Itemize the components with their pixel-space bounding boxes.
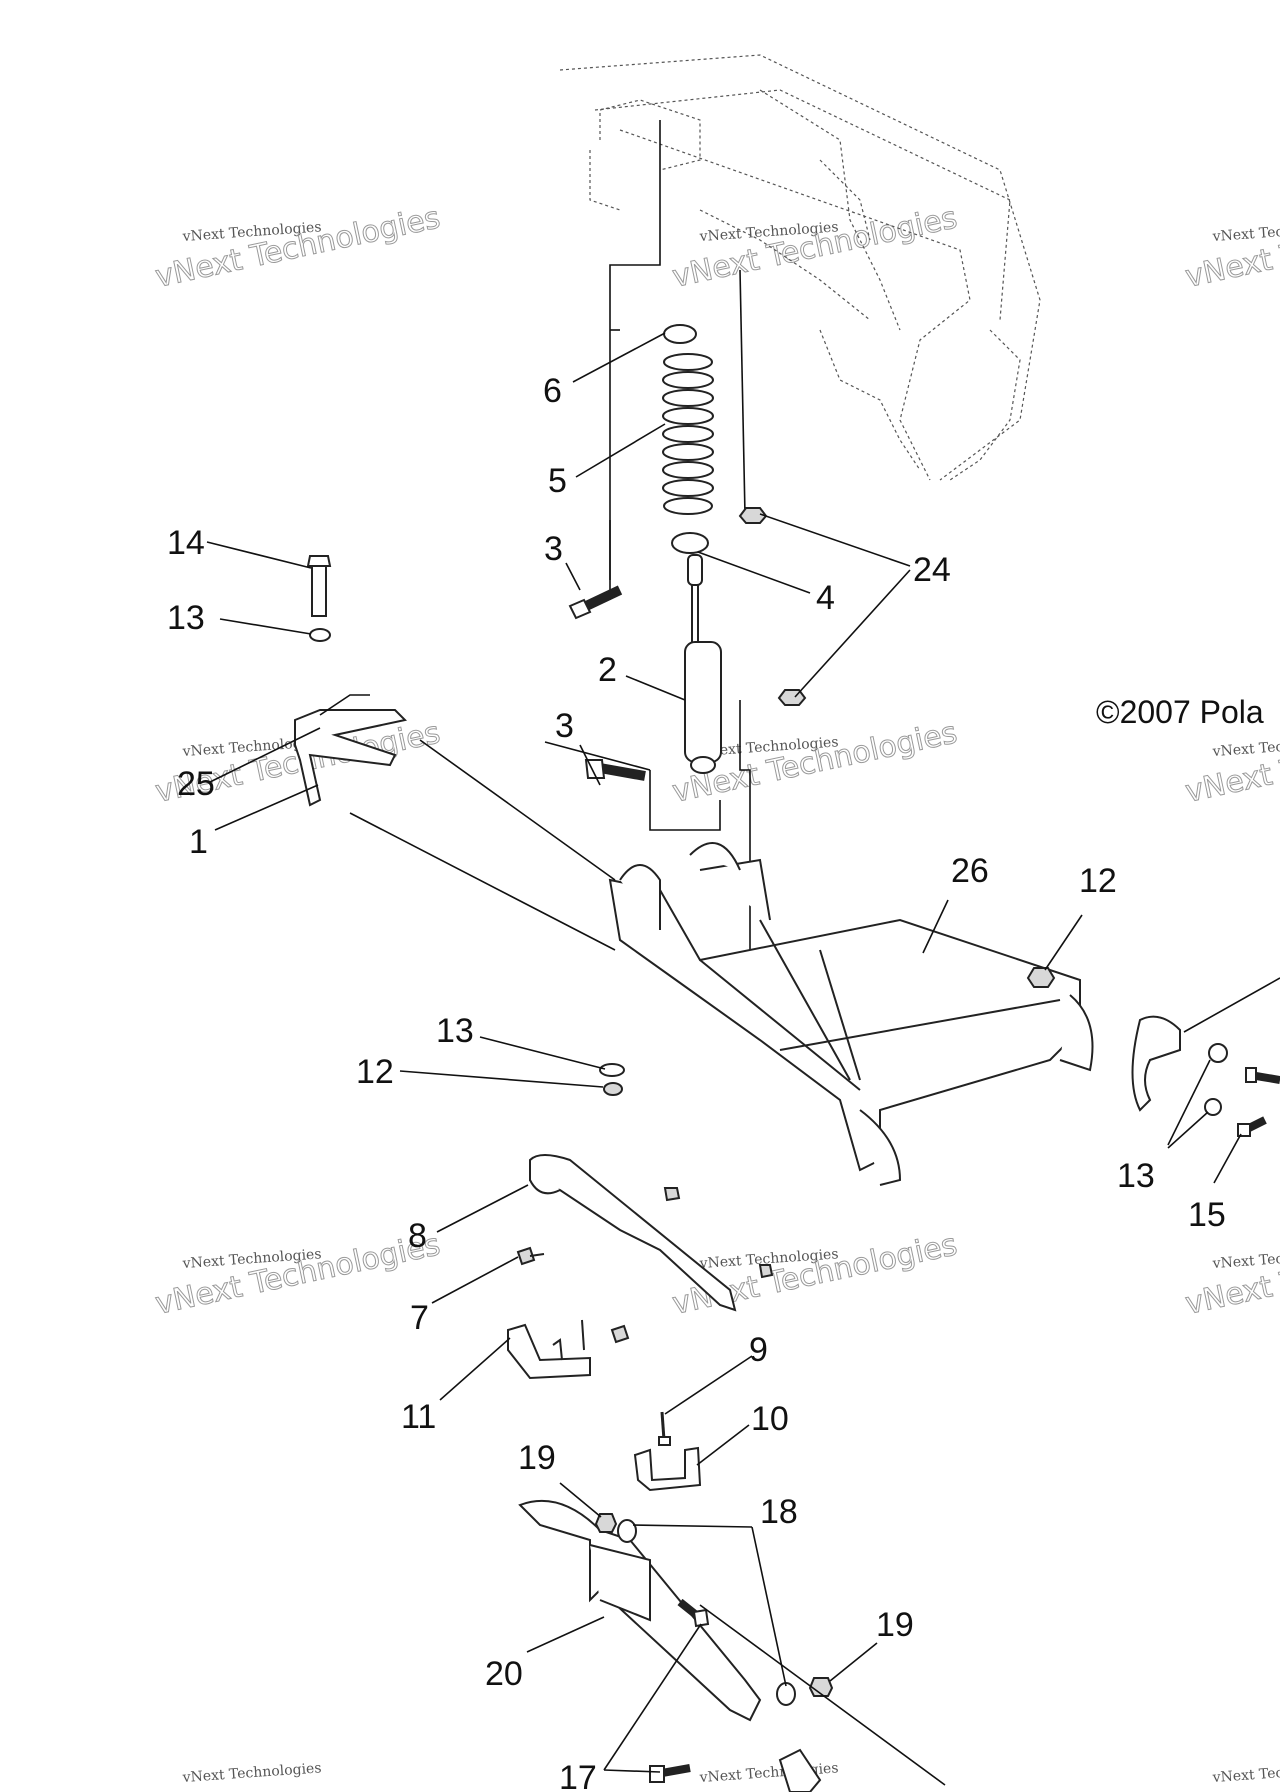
watermark: vNext Technologies vNext Technologies bbox=[669, 1227, 961, 1323]
washer bbox=[1208, 1043, 1228, 1063]
callout-1: 1 bbox=[189, 823, 208, 861]
snap-ring bbox=[663, 324, 697, 344]
watermark-big: vNext Technologies bbox=[1182, 1227, 1280, 1322]
watermark: vNext Technologies bbox=[181, 1760, 322, 1786]
bolt bbox=[677, 1598, 710, 1628]
coil-spring bbox=[662, 353, 714, 515]
screw bbox=[663, 1187, 681, 1202]
callout-20: 20 bbox=[485, 1655, 523, 1693]
callout-15: 15 bbox=[1188, 1196, 1226, 1234]
callout-2: 2 bbox=[598, 651, 617, 689]
callout-18: 18 bbox=[760, 1493, 798, 1531]
callout-24: 24 bbox=[913, 551, 951, 589]
callout-8: 8 bbox=[408, 1217, 427, 1255]
lock-nut bbox=[777, 689, 807, 706]
washer bbox=[617, 1519, 637, 1543]
callout-13: 13 bbox=[167, 599, 205, 637]
copyright-notice: ©2007 Pola bbox=[1096, 694, 1264, 730]
vehicle-frame-outline bbox=[559, 54, 1041, 481]
lower-guard bbox=[518, 1499, 762, 1722]
washer bbox=[776, 1682, 796, 1706]
watermark-big: vNext Technologies bbox=[152, 200, 443, 295]
watermark-big: vNext Technologies bbox=[669, 1227, 960, 1322]
washer bbox=[309, 628, 331, 642]
mounting-bracket bbox=[507, 1319, 591, 1380]
watermark: vNext Technologies vNext Technologies bbox=[669, 200, 961, 296]
callout-26: 26 bbox=[951, 852, 989, 890]
callout-11: 11 bbox=[401, 1398, 436, 1436]
callout-19: 19 bbox=[876, 1606, 914, 1644]
callout-10: 10 bbox=[751, 1400, 789, 1438]
callout-6: 6 bbox=[543, 372, 562, 410]
watermark: vNext Technologies bbox=[1211, 1760, 1280, 1786]
callout-14: 14 bbox=[167, 524, 205, 562]
nut bbox=[603, 1082, 623, 1096]
callout-17: 17 bbox=[559, 1759, 597, 1792]
watermark-small: vNext Technologies bbox=[181, 1760, 322, 1786]
screw bbox=[758, 1264, 774, 1279]
watermark: vNext Technologies vNext Technologies bbox=[152, 1227, 444, 1323]
watermark-small: vNext Technologies bbox=[1211, 1760, 1280, 1786]
callouts: 6 5 3 4 24 14 13 2 3 25 1 26 12 13 12 13… bbox=[167, 372, 1226, 1792]
lock-nut bbox=[738, 507, 768, 524]
screw bbox=[516, 1246, 545, 1266]
spring-washer bbox=[671, 532, 709, 554]
guard-end bbox=[778, 1748, 822, 1792]
callout-13: 13 bbox=[1117, 1157, 1155, 1195]
callout-12: 12 bbox=[1079, 862, 1117, 900]
watermark-big: vNext Technologies bbox=[669, 200, 960, 295]
callout-7: 7 bbox=[410, 1299, 429, 1337]
nut bbox=[808, 1677, 834, 1697]
watermark-big: vNext Technologies bbox=[1182, 200, 1280, 295]
callout-25: 25 bbox=[177, 765, 215, 803]
watermark-big: vNext Technologies bbox=[152, 1227, 443, 1322]
washer bbox=[1204, 1098, 1222, 1116]
callout-12: 12 bbox=[356, 1053, 394, 1091]
watermark: vNext Technologies vNext Technologies bbox=[152, 200, 444, 296]
frame-bracket bbox=[294, 694, 408, 807]
chain-guard bbox=[529, 1154, 737, 1312]
washer bbox=[599, 1063, 625, 1077]
watermark: vNext Technologies vNext Technologies bbox=[1182, 200, 1280, 296]
callout-4: 4 bbox=[816, 579, 835, 617]
callout-3: 3 bbox=[555, 707, 574, 745]
nut bbox=[1026, 967, 1056, 988]
shock-bolt bbox=[568, 585, 623, 620]
u-bracket bbox=[633, 1446, 702, 1492]
callout-5: 5 bbox=[548, 462, 567, 500]
bolt bbox=[1245, 1067, 1280, 1084]
callout-13: 13 bbox=[436, 1012, 474, 1050]
bolt bbox=[1237, 1116, 1267, 1137]
nut bbox=[594, 1513, 618, 1533]
mount-bolt bbox=[306, 555, 332, 617]
watermark: vNext Technologies vNext Technologies bbox=[1182, 1227, 1280, 1323]
callout-9: 9 bbox=[749, 1331, 768, 1369]
swing-arm bbox=[608, 842, 1094, 1186]
callout-19: 19 bbox=[518, 1439, 556, 1477]
frame-mount-right bbox=[1131, 1015, 1181, 1112]
bolt bbox=[649, 1764, 691, 1783]
screw bbox=[610, 1324, 630, 1344]
assembly-lines bbox=[544, 120, 751, 960]
leader-lines bbox=[206, 332, 1280, 1786]
shock-absorber bbox=[684, 554, 722, 774]
callout-3: 3 bbox=[544, 530, 563, 568]
bracket-screw bbox=[658, 1411, 671, 1446]
